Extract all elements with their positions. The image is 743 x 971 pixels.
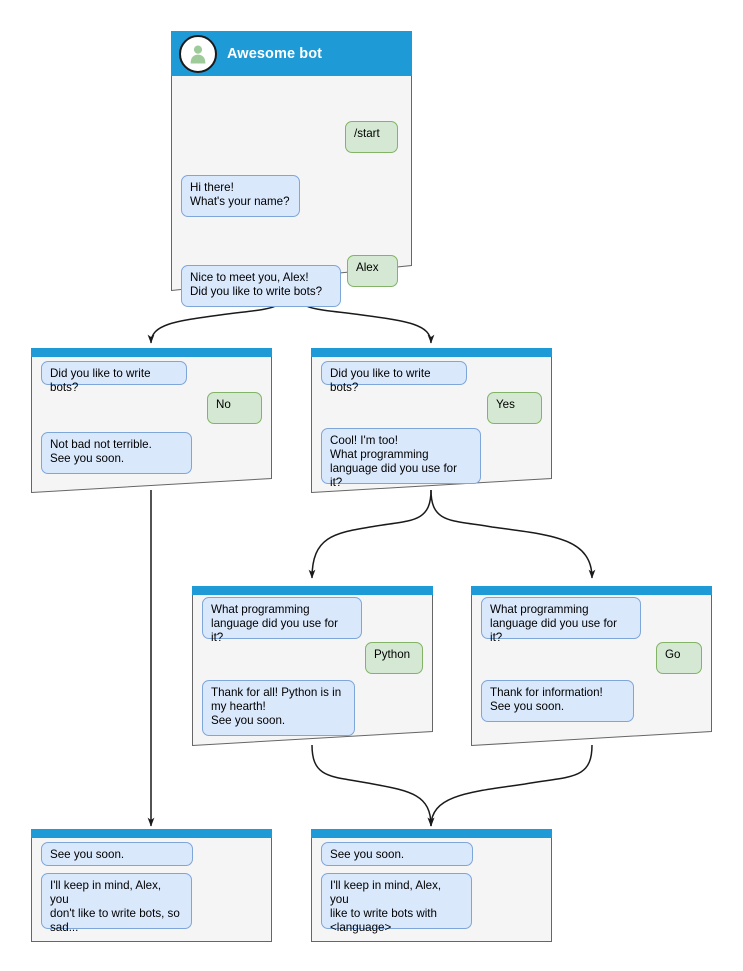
message-user: No: [207, 392, 262, 424]
chat-node-end-sad[interactable]: See you soon. I'll keep in mind, Alex, y…: [31, 829, 272, 942]
message-user: Yes: [487, 392, 542, 424]
person-avatar-icon: [179, 34, 217, 73]
message-bot: I'll keep in mind, Alex, you like to wri…: [321, 873, 472, 934]
node-header-bar: [31, 829, 272, 838]
chat-node-end-happy[interactable]: See you soon. I'll keep in mind, Alex, y…: [311, 829, 552, 942]
message-bot: Did you like to write bots?: [321, 361, 467, 394]
node-header-bar: [471, 586, 712, 595]
message-bot: See you soon.: [321, 842, 473, 866]
message-user: Go: [656, 642, 702, 674]
message-bot: Nice to meet you, Alex! Did you like to …: [181, 265, 341, 307]
chat-node-answer-no[interactable]: Did you like to write bots? No Not bad n…: [31, 348, 272, 493]
message-bot: See you soon.: [41, 842, 193, 866]
message-bot: What programming language did you use fo…: [202, 597, 362, 644]
message-bot: Did you like to write bots?: [41, 361, 187, 394]
node-header-bar: [311, 348, 552, 357]
chat-node-start[interactable]: Awesome bot /start Hi there! What's your…: [171, 31, 412, 307]
message-bot: Thank for information! See you soon.: [481, 680, 634, 722]
edge-yes-to-go: [430, 489, 596, 579]
node-header-bar: [192, 586, 433, 595]
chat-node-answer-yes[interactable]: Did you like to write bots? Yes Cool! I'…: [311, 348, 552, 493]
edge-go-to-end-happy: [427, 744, 593, 827]
message-user: Python: [365, 642, 423, 674]
message-bot: I'll keep in mind, Alex, you don't like …: [41, 873, 192, 934]
message-user: /start: [345, 121, 398, 153]
chat-node-lang-python[interactable]: What programming language did you use fo…: [192, 586, 433, 746]
message-bot: Not bad not terrible. See you soon.: [41, 432, 192, 474]
node-header-bar: [31, 348, 272, 357]
edge-yes-to-python: [308, 489, 432, 579]
message-bot: Cool! I'm too! What programming language…: [321, 428, 481, 489]
chat-node-lang-go[interactable]: What programming language did you use fo…: [471, 586, 712, 746]
message-bot: Thank for all! Python is in my hearth! S…: [202, 680, 355, 736]
message-user: Alex: [347, 255, 398, 287]
node-header-bar: [311, 829, 552, 838]
edge-python-to-end-happy: [311, 744, 435, 827]
message-bot: Hi there! What's your name?: [181, 175, 300, 217]
message-bot: What programming language did you use fo…: [481, 597, 641, 644]
bot-title: Awesome bot: [227, 45, 323, 62]
node-header-start: Awesome bot: [171, 31, 412, 76]
